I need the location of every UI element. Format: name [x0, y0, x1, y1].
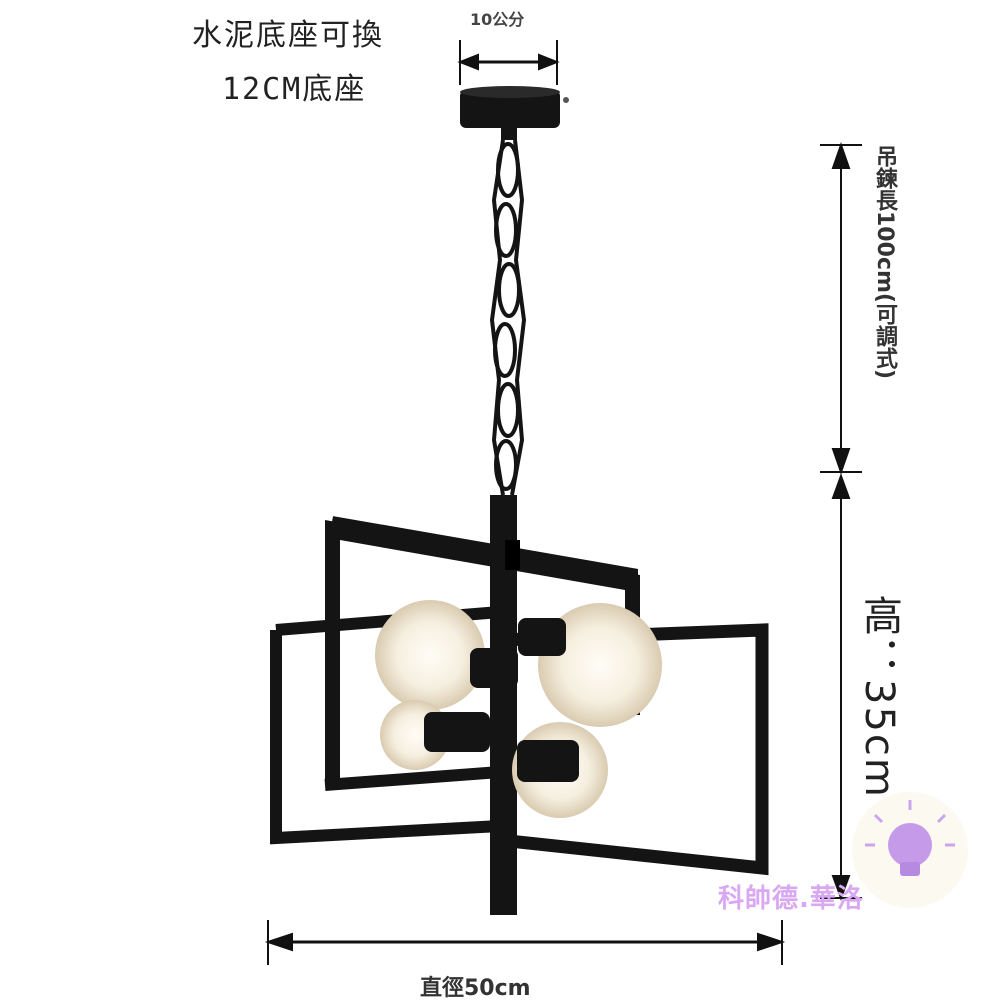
chain-length-label: 吊鍊長100cm(可調式)	[872, 145, 897, 379]
base-note-line-2: 12CM底座	[222, 72, 367, 107]
lamp-frames	[270, 495, 769, 915]
watermark-text: 科帥德.華洛	[718, 884, 864, 914]
height-label: 高：35cm	[856, 595, 902, 799]
lightbulb-icon	[852, 792, 968, 908]
base-width-label: 10公分	[470, 10, 525, 29]
bulb-sockets	[424, 618, 579, 782]
height-dimension	[820, 473, 862, 901]
diameter-label: 直徑50cm	[420, 976, 531, 1001]
chain-length-dimension	[820, 141, 862, 476]
ceiling-canopy	[460, 86, 569, 140]
base-width-dimension	[457, 40, 560, 85]
base-note-line-1: 水泥底座可換	[192, 18, 384, 53]
diameter-dimension	[264, 920, 786, 965]
suspension-chain	[489, 139, 527, 496]
